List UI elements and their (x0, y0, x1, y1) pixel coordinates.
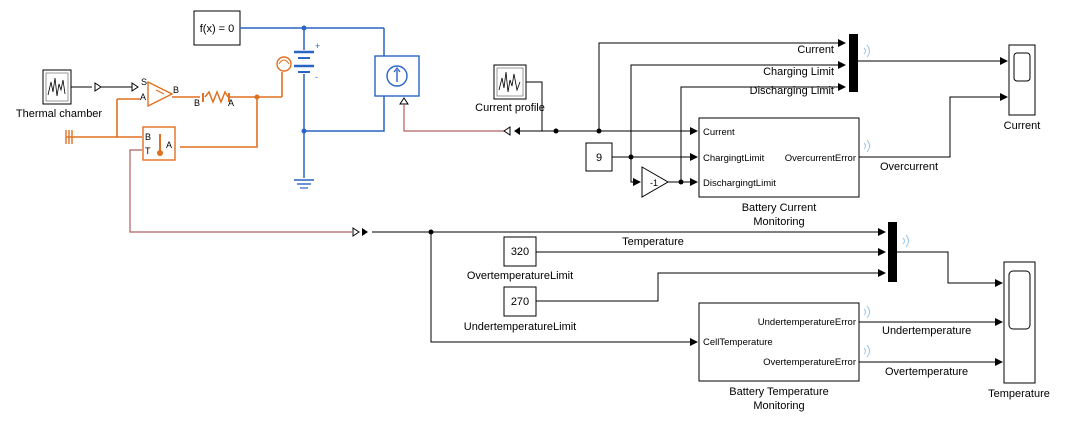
port-marker (514, 127, 520, 135)
mux-temperature[interactable] (888, 222, 897, 282)
wire-charging-to-mux (630, 61, 846, 157)
port-marker (352, 227, 360, 237)
port-label-b: B (194, 98, 200, 108)
signal-label-discharging-limit: Discharging Limit (750, 85, 834, 97)
signal-label-temperature: Temperature (622, 236, 684, 248)
temperature-sensor-block[interactable] (142, 126, 176, 161)
undertemp-limit-block[interactable] (503, 286, 537, 317)
port-in-discharging: DischargingtLimit (703, 178, 776, 189)
signal-label-current: Current (797, 44, 834, 56)
temp-monitor-title-1: Battery Temperature (729, 386, 828, 398)
current-source-block[interactable] (374, 55, 420, 97)
overtemp-limit-block[interactable] (503, 236, 537, 267)
signal-label-overtemperature: Overtemperature (885, 366, 968, 378)
port-label-t: T (145, 146, 151, 156)
gain-block[interactable] (641, 166, 670, 198)
wire-ground-to-source (304, 96, 385, 132)
port-out-overcurrent: OvercurrentError (785, 153, 856, 164)
battery-current-monitoring-block[interactable] (698, 117, 860, 198)
overtemp-limit-value: 320 (511, 246, 529, 258)
port-marker (362, 228, 368, 236)
wire-mux-to-scope-temp (897, 251, 1003, 287)
port-label-b: B (145, 132, 151, 142)
wifi-icon (902, 234, 909, 248)
wire-to-sensor (180, 97, 258, 148)
wire-nine-to-gain (630, 157, 641, 186)
function-block[interactable] (193, 10, 241, 46)
junction (553, 128, 559, 134)
thermal-chamber-label: Thermal chamber (16, 108, 103, 120)
port-in-cell-temperature: CellTemperature (703, 337, 773, 348)
undertemp-limit-value: 270 (511, 296, 529, 308)
temp-monitor-title-2: Monitoring (753, 400, 804, 412)
wifi-icon (863, 44, 870, 58)
scope-current-block[interactable] (1008, 44, 1036, 116)
port-label-b: B (173, 85, 179, 95)
scope-temperature-label: Temperature (988, 388, 1050, 400)
wifi-icon (863, 305, 870, 358)
wire-thermal-ref (116, 99, 142, 138)
function-block-label: f(x) = 0 (200, 23, 235, 35)
current-monitor-title-1: Battery Current (742, 202, 817, 214)
port-marker (399, 97, 409, 105)
scope-temperature-block[interactable] (1003, 261, 1036, 384)
electrical-ground-icon (294, 179, 314, 189)
port-marker (131, 82, 139, 92)
temperature-source-block[interactable] (147, 80, 174, 108)
current-profile-block[interactable] (493, 64, 527, 100)
signal-label-charging-limit: Charging Limit (763, 66, 834, 78)
thermal-ground-icon (65, 130, 73, 144)
thermal-resistance-block[interactable] (202, 89, 230, 105)
thermal-chamber-block[interactable] (42, 69, 72, 105)
constant-nine-label: 9 (596, 152, 602, 164)
port-marker (503, 126, 511, 136)
signal-label-overcurrent: Overcurrent (880, 161, 938, 173)
port-out-overtemp: OvertemperatureError (763, 357, 856, 368)
wire-temp-to-monitor (430, 232, 698, 346)
thermal-port-icon (276, 56, 292, 72)
port-in-current: Current (703, 127, 735, 138)
current-monitor-title-2: Monitoring (753, 216, 804, 228)
undertemp-limit-label: UndertemperatureLimit (464, 321, 577, 333)
wire-overcurrent-to-scope (859, 93, 1008, 158)
wire-temperature-signal (129, 149, 352, 233)
svg-text:+: + (315, 41, 320, 51)
svg-text:-: - (315, 72, 318, 82)
port-label-a: A (140, 92, 146, 102)
wire-profile-out (526, 81, 543, 131)
port-in-charging: ChargingtLimit (703, 153, 765, 164)
scope-current-label: Current (1004, 120, 1041, 132)
current-profile-label: Current profile (475, 102, 545, 114)
wire-discharging-to-mux (680, 83, 846, 182)
battery-cell-block[interactable]: + - (294, 28, 320, 82)
signal-label-undertemperature: Undertemperature (882, 325, 971, 337)
wire-current-command (403, 104, 506, 132)
wifi-icon (863, 139, 870, 153)
gain-label: -1 (650, 178, 658, 188)
mux-current[interactable] (849, 34, 858, 92)
port-label-s: S (141, 77, 147, 87)
port-marker (94, 82, 102, 92)
wire-undertemp-to-mux (536, 269, 886, 302)
overtemp-limit-label: OvertemperatureLimit (467, 270, 573, 282)
port-label-a: A (228, 98, 234, 108)
port-out-undertemp: UndertemperatureError (758, 317, 856, 328)
port-label-a: A (166, 140, 172, 150)
battery-temperature-monitoring-block[interactable] (698, 302, 860, 382)
wire-current-to-mux (598, 39, 846, 131)
